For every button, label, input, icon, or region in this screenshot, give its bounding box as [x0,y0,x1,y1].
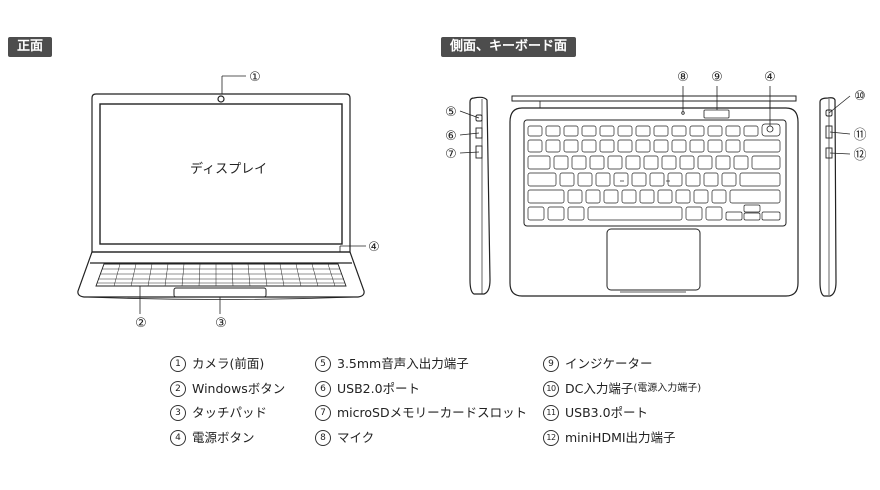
legend-item: 11 USB3.0ポート [543,401,701,426]
legend-number: 11 [543,405,559,422]
legend-item: 9 インジケーター [543,352,701,377]
legend-text: マイク [337,429,375,445]
callout-1-camera: ① [249,70,261,85]
legend-number: 10 [543,380,559,397]
callout-10-dc-input: ⑩ [854,89,866,104]
legend-text: カメラ(前面) [192,356,265,371]
callout-9-indicator: ⑨ [711,70,723,85]
keyboard-top-illustration [509,95,799,297]
legend-text: Windowsボタン [192,380,286,396]
legend-item: 3 タッチパッド [170,401,285,426]
legend-text: DC入力端子 [565,380,634,396]
legend-item: 6 USB2.0ポート [315,377,527,402]
legend-note: (電源入力端子) [633,382,702,394]
legend-text: 電源ボタン [192,429,255,445]
legend-number: 4 [170,429,186,446]
display-label: ディスプレイ [190,162,268,177]
callout-5-audio-jack: ⑤ [445,105,457,120]
legend-text: 3.5mm音声入出力端子 [337,356,469,371]
legend-column-1: 1 カメラ(前面) 2 Windowsボタン 3 タッチパッド 4 電源ボタン [170,352,285,450]
legend-number: 3 [170,405,186,422]
legend-number: 8 [315,429,331,446]
callout-11-usb30: ⑪ [853,128,866,143]
callout-2-windows-button: ② [135,316,147,331]
legend-number: 6 [315,380,331,397]
side-keyboard-section-tag: 側面、キーボード面 [441,37,577,57]
legend-item: 12 miniHDMI出力端子 [543,426,701,451]
front-section-tag: 正面 [8,37,53,57]
legend-column-2: 5 3.5mm音声入出力端子 6 USB2.0ポート 7 microSDメモリーカード… [315,352,527,450]
legend-number: 7 [315,405,331,422]
callout-12-minihdmi: ⑫ [853,148,866,163]
callout-4-power-button-top: ④ [764,70,776,85]
legend-number: 9 [543,356,559,373]
front-laptop-illustration [77,93,365,300]
legend-text: タッチパッド [192,405,268,420]
legend-number: 5 [315,356,331,373]
callout-8-mic: ⑧ [677,70,689,85]
callout-7-microsd: ⑦ [445,147,457,162]
legend-item: 10 DC入力端子(電源入力端子) [543,377,701,402]
legend-text: インジケーター [565,356,653,371]
callout-4-power-button: ④ [368,240,380,255]
left-side-illustration [469,96,491,295]
legend-item: 4 電源ボタン [170,426,285,451]
legend-text: USB2.0ポート [337,380,421,396]
right-side-illustration [819,97,837,297]
legend-number: 1 [170,356,186,373]
legend-number: 12 [543,429,559,446]
legend-text: miniHDMI出力端子 [565,429,676,445]
legend-item: 1 カメラ(前面) [170,352,285,377]
callout-3-touchpad: ③ [215,316,227,331]
legend-item: 8 マイク [315,426,527,451]
legend-text: microSDメモリーカードスロット [337,405,528,420]
legend-item: 5 3.5mm音声入出力端子 [315,352,527,377]
legend-column-3: 9 インジケーター 10 DC入力端子(電源入力端子) 11 USB3.0ポート 12… [543,352,701,450]
legend-item: 7 microSDメモリーカードスロット [315,401,527,426]
legend-number: 2 [170,380,186,397]
legend-text: USB3.0ポート [565,405,649,420]
callout-6-usb20: ⑥ [445,129,457,144]
legend-item: 2 Windowsボタン [170,377,285,402]
